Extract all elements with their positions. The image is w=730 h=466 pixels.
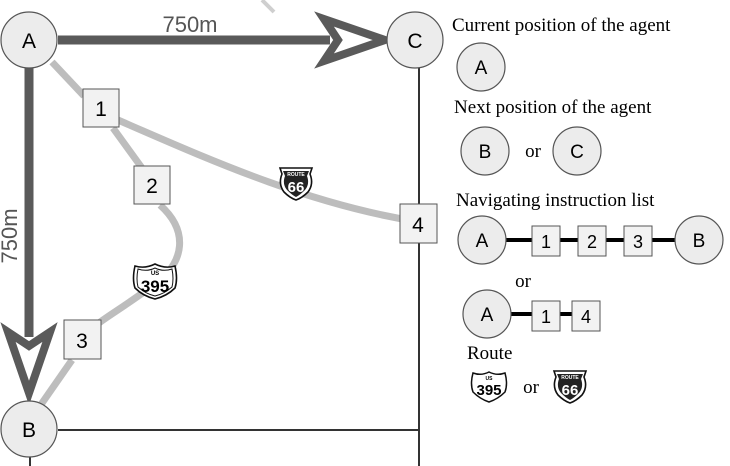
- svg-text:1: 1: [95, 98, 107, 121]
- legend-next-title: Next position of the agent: [454, 97, 652, 118]
- svg-text:3: 3: [633, 232, 643, 252]
- legend-route66-shield-icon: ROUTE 66: [552, 370, 588, 404]
- legend-list-or: or: [515, 271, 532, 292]
- svg-text:B: B: [693, 231, 706, 252]
- legend-next-node-b: B: [460, 126, 510, 176]
- chain2-box-1: 1: [531, 300, 561, 332]
- route66-shield-top: ROUTE: [287, 172, 305, 178]
- waypoint-1: 1: [82, 88, 120, 128]
- svg-text:2: 2: [587, 232, 597, 252]
- waypoint-3: 3: [63, 319, 102, 360]
- chain1-box-2: 2: [577, 225, 607, 257]
- route66-shield-icon: ROUTE 66: [278, 167, 314, 201]
- us395-shield-number: 395: [141, 277, 169, 296]
- svg-text:A: A: [475, 58, 488, 79]
- chain2-box-2: 4: [571, 300, 601, 332]
- legend-us395-shield-icon: US 395: [470, 371, 508, 403]
- arrow-a-to-c-head: [314, 11, 398, 69]
- road-faint: [260, 0, 276, 14]
- legend-us395-top: US: [486, 376, 494, 382]
- svg-text:4: 4: [581, 307, 591, 327]
- legend-current-node: A: [456, 42, 506, 92]
- legend-route-title: Route: [467, 343, 512, 364]
- chain1-node-b: B: [674, 215, 724, 265]
- us395-shield-icon: US 395: [132, 263, 178, 300]
- svg-text:C: C: [570, 142, 584, 163]
- svg-text:A: A: [22, 30, 36, 53]
- legend-current-title: Current position of the agent: [452, 15, 671, 36]
- chain2-node-a: A: [462, 289, 512, 339]
- svg-text:B: B: [22, 419, 36, 442]
- chain1-box-1: 1: [531, 225, 561, 257]
- distance-label-top: 750m: [162, 12, 217, 37]
- route66-shield-number: 66: [288, 179, 305, 196]
- instruction-chain-2: A 1 4: [462, 289, 601, 339]
- distance-label-left: 750m: [0, 208, 22, 263]
- legend-next-or: or: [525, 141, 542, 162]
- svg-text:4: 4: [412, 214, 424, 237]
- instruction-chain-1: A 1 2 3 B: [457, 215, 724, 265]
- svg-text:A: A: [481, 305, 494, 326]
- legend-route-or: or: [523, 377, 540, 398]
- map-node-a: A: [0, 11, 58, 69]
- map-node-b: B: [0, 400, 58, 458]
- road-a-to-1: [49, 59, 87, 99]
- waypoint-2: 2: [133, 165, 171, 205]
- legend-instruction-title: Navigating instruction list: [456, 190, 655, 211]
- legend-next-node-c: C: [552, 126, 602, 176]
- map-node-c: C: [386, 11, 444, 69]
- svg-text:B: B: [479, 142, 492, 163]
- svg-text:A: A: [476, 231, 489, 252]
- svg-text:1: 1: [541, 232, 551, 252]
- road-route66: [116, 116, 421, 226]
- svg-text:1: 1: [541, 307, 551, 327]
- road-3-to-b: [37, 358, 75, 408]
- road-1-to-2: [110, 125, 145, 171]
- legend-route66-top: ROUTE: [561, 375, 579, 381]
- us395-shield-top: US: [151, 271, 159, 277]
- road-us395: [92, 202, 183, 329]
- svg-text:2: 2: [146, 175, 158, 198]
- legend-us395-number: 395: [476, 382, 501, 399]
- arrow-a-to-b-head: [0, 322, 58, 406]
- waypoint-4: 4: [399, 203, 438, 244]
- chain1-box-3: 3: [623, 225, 653, 257]
- svg-text:C: C: [407, 30, 422, 53]
- svg-text:3: 3: [76, 330, 88, 353]
- legend-route66-number: 66: [562, 382, 579, 399]
- chain1-node-a: A: [457, 215, 507, 265]
